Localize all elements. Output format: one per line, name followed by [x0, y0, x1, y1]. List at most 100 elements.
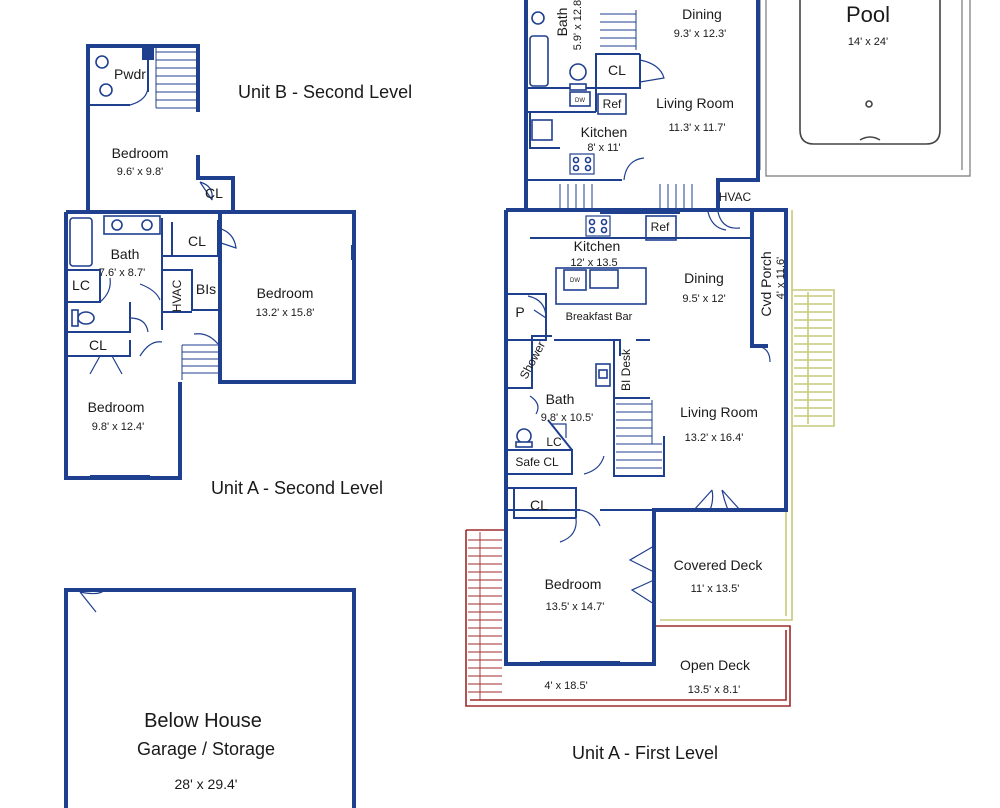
burner: [584, 156, 592, 164]
unit-b-cl-door: [199, 181, 213, 201]
pantry-door: [527, 295, 547, 320]
top-unit-kitchen-label: Kitchen: [581, 124, 628, 140]
burner: [588, 226, 596, 234]
first-bath-label: Bath: [546, 391, 575, 407]
unit-a-second-bedroom-door-2: [193, 333, 219, 345]
top-unit-hvac-door: [717, 211, 741, 229]
covered-deck-doors: [628, 545, 655, 605]
unit-a-second-bis-label: BIs: [196, 281, 216, 297]
unit-a-second-bedroom-large-label: Bedroom: [257, 285, 314, 301]
top-unit: Bath 5.9' x 12.8' CL Dining 9.3' x 12.3'…: [524, 0, 760, 229]
first-bath-size: 9.8' x 10.5': [541, 412, 594, 424]
bi-desk-label: BI Desk: [619, 348, 633, 391]
garage: Below House Garage / Storage 28' x 29.4': [64, 588, 356, 808]
kitchen-counter-wall: [600, 208, 680, 214]
top-unit-inner-walls: [526, 53, 641, 181]
top-unit-range: [569, 153, 595, 175]
unit-b-pwdr-label: Pwdr: [114, 66, 146, 82]
cvd-porch-stairs-outline: [792, 289, 835, 427]
top-unit-living-size: 11.3' x 11.7': [669, 122, 726, 134]
lc-door: [552, 423, 567, 438]
unit-a-second-bath-label: Bath: [111, 246, 140, 262]
garage-size: 28' x 29.4': [175, 776, 238, 792]
open-deck-inner: [466, 529, 787, 701]
burner: [588, 218, 596, 226]
unit-b-second-level: Pwdr Bedroom 9.6' x 9.8' CL: [86, 44, 235, 210]
unit-a-second-bath-size: 7.6' x 8.7': [99, 267, 145, 279]
top-unit-kitchen-size: 8' x 11': [587, 142, 620, 154]
top-unit-ref-label: Ref: [603, 97, 622, 111]
breakfast-bar-label: Breakfast Bar: [566, 311, 633, 323]
open-deck-size: 13.5' x 8.1': [688, 684, 741, 696]
unit-a-second-bath-door: [129, 317, 149, 333]
unit-b-pwdr-door: [129, 85, 149, 106]
first-hvac-door: [707, 211, 727, 231]
top-unit-toilet-tank: [569, 83, 587, 91]
burner: [572, 156, 580, 164]
first-cl-door: [559, 517, 577, 543]
pool: Pool 14' x 24': [759, 0, 971, 177]
open-deck-stairs: [468, 532, 502, 700]
first-kitchen-dw-box: [563, 269, 587, 291]
unit-a-second-bedroom-large-size: 13.2' x 15.8': [256, 307, 315, 319]
unit-b-column: [142, 46, 154, 60]
garage-door: [79, 589, 105, 613]
unit-a-second-stairs: [181, 344, 218, 380]
top-unit-ref-box: [597, 93, 627, 115]
top-unit-dining-label: Dining: [682, 6, 722, 22]
pool-step: [859, 136, 881, 141]
pool-size: 14' x 24': [848, 36, 888, 48]
side-deck-size: 4' x 18.5': [544, 680, 587, 692]
burner: [584, 164, 592, 172]
unit-a-second-lc-door: [99, 277, 111, 303]
first-dining-size: 9.5' x 12': [682, 293, 725, 305]
unit-a-second-lc-label: LC: [72, 277, 90, 293]
top-unit-bath-size: 5.9' x 12.8': [572, 0, 584, 50]
first-living-label: Living Room: [680, 404, 758, 420]
unit-a-second-bath-door-2: [139, 283, 161, 301]
unit-a-second-sink-1: [111, 219, 123, 231]
pool-label: Pool: [846, 2, 890, 27]
first-bath-door: [583, 455, 605, 475]
garage-walls: [64, 588, 356, 808]
top-unit-dw-label: DW: [575, 98, 585, 104]
top-unit-dining-size: 9.3' x 12.3': [674, 28, 727, 40]
open-deck-label: Open Deck: [680, 657, 751, 673]
living-french-doors: [693, 489, 741, 511]
unit-a-first-walls: [504, 208, 788, 666]
top-unit-upper-stairs: [600, 10, 637, 50]
unit-a-second-bedroom-small-label: Bedroom: [88, 399, 145, 415]
pool-drain: [865, 100, 873, 108]
garage-line1: Below House: [144, 710, 262, 732]
unit-b-bedroom-size: 9.6' x 9.8': [117, 166, 163, 178]
unit-a-second-tub: [69, 217, 93, 267]
unit-a-first-level: Kitchen 12' x 13.5 Ref DW Breakfast Bar …: [465, 208, 835, 707]
open-deck-outline: [465, 530, 791, 707]
unit-a-second-cl-door: [217, 227, 237, 249]
top-unit-sink: [531, 11, 545, 25]
unit-a-second-hvac-label: HVAC: [170, 279, 184, 312]
burner: [572, 164, 580, 172]
first-lc-label: LC: [546, 435, 562, 449]
top-unit-lower-stairs: [559, 184, 693, 208]
pool-deck-outline: [765, 0, 971, 177]
top-unit-walls: [524, 0, 760, 210]
first-kitchen-range: [585, 215, 611, 237]
first-bath-sink: [598, 369, 608, 379]
top-unit-tub: [529, 35, 549, 87]
first-bedroom-size: 13.5' x 14.7': [546, 601, 605, 613]
unit-a-first-level-title: Unit A - First Level: [572, 743, 718, 763]
safe-cl-label: Safe CL: [515, 455, 559, 469]
top-unit-toilet: [569, 63, 587, 81]
cvd-porch-stairs: [794, 292, 832, 424]
first-dining-label: Dining: [684, 270, 724, 286]
first-kitchen-ref-box: [645, 215, 677, 241]
unit-b-toilet: [99, 83, 113, 97]
pool-basin: [799, 0, 941, 145]
top-unit-bath-label: Bath: [554, 8, 570, 37]
top-unit-cl-door: [639, 59, 665, 83]
unit-b-sink: [95, 55, 109, 69]
top-unit-kitchen-door: [623, 157, 645, 181]
first-kitchen-size: 12' x 13.5: [570, 257, 617, 269]
